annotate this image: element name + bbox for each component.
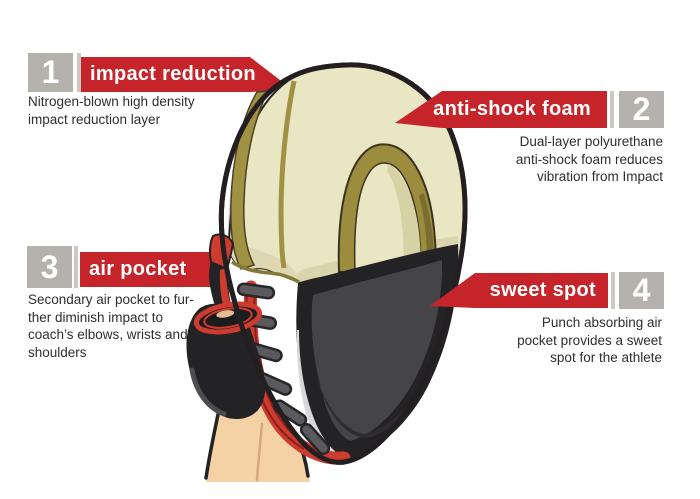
callout-1-divider xyxy=(77,53,81,92)
callout-2-number-square: 2 xyxy=(619,91,664,128)
callout-4-banner: sweet spot xyxy=(430,273,608,308)
callout-1-banner: impact reduction xyxy=(81,57,293,92)
callout-4-number-square: 4 xyxy=(619,272,664,309)
callout-1-title: impact reduction xyxy=(90,63,256,85)
callout-3-divider xyxy=(74,246,78,288)
side-panel-shading xyxy=(228,121,250,236)
callout-3-description: Secondary air pocket to fur- ther dimini… xyxy=(28,292,194,360)
callout-4-description: Punch absorbing air pocket provides a sw… xyxy=(517,315,662,365)
olive-stripe-thin xyxy=(278,80,297,269)
olive-seam-line xyxy=(231,260,300,284)
handle-arch xyxy=(337,143,438,273)
sweet-spot-pad xyxy=(296,244,459,459)
forearm xyxy=(204,394,310,482)
callout-1-description: Nitrogen-blown high density impact reduc… xyxy=(28,94,195,127)
callout-2-title: anti-shock foam xyxy=(433,98,591,120)
foam-shadow-band xyxy=(297,236,458,282)
foam-shadow-lower-left xyxy=(228,241,300,282)
callout-4-title: sweet spot xyxy=(489,279,596,301)
callout-3-number-square: 3 xyxy=(27,246,72,288)
callout-2-divider xyxy=(610,91,614,128)
callout-2-description: Dual-layer polyurethane anti-shock foam … xyxy=(515,134,663,184)
callout-4-divider xyxy=(611,272,615,309)
lace-strap xyxy=(243,280,351,465)
panel-bottom-shading xyxy=(296,330,347,459)
callout-2-banner: anti-shock foam xyxy=(395,91,607,128)
lace-loops xyxy=(236,282,331,456)
callout-1-number-square: 1 xyxy=(28,53,73,92)
callout-3-banner: air pocket xyxy=(80,252,228,287)
callout-3-title: air pocket xyxy=(89,258,187,280)
